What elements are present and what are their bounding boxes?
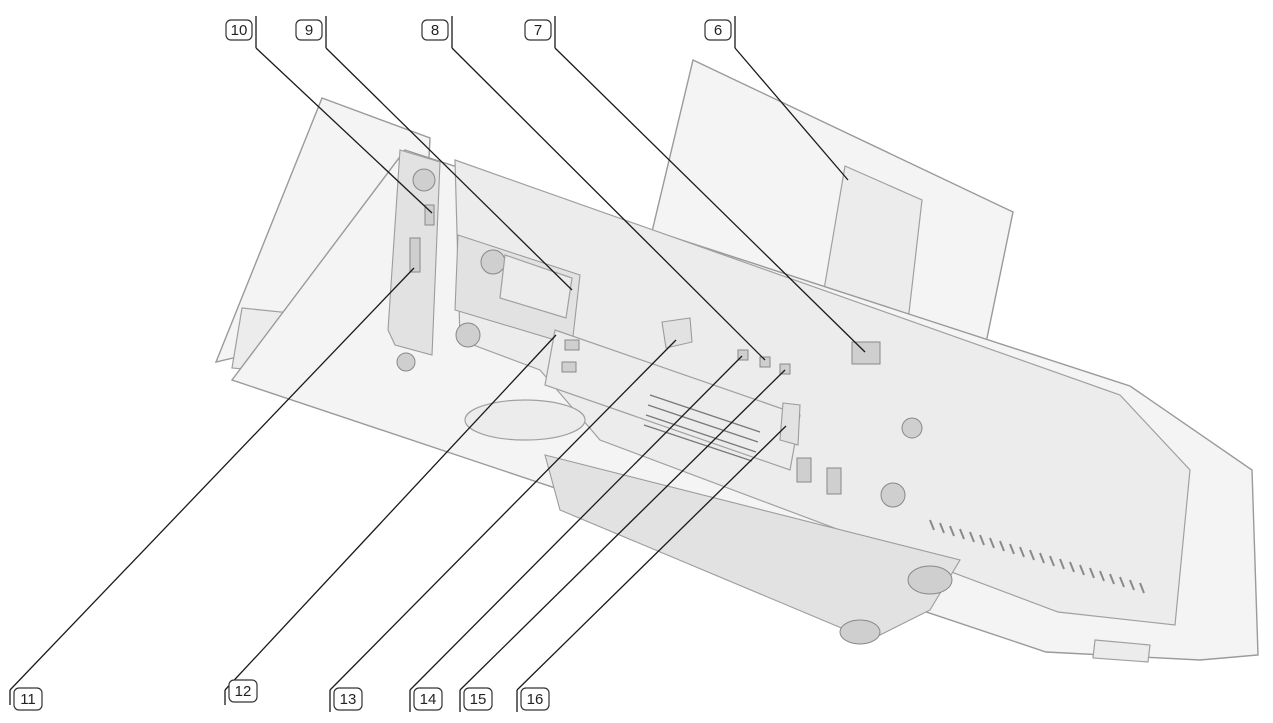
callout-12-label: 12 xyxy=(235,683,252,700)
callout-7: 7 xyxy=(524,19,552,41)
ventilation-grille xyxy=(929,519,1145,594)
callout-8-label: 8 xyxy=(431,22,439,39)
under-bracket xyxy=(544,454,961,641)
label-mark-1 xyxy=(564,339,580,351)
callout-10-label: 10 xyxy=(231,22,248,39)
callout-9-label: 9 xyxy=(305,22,313,39)
round-pad-left xyxy=(464,399,586,441)
bracket-screw-bottom xyxy=(396,352,416,372)
callout-13: 13 xyxy=(333,687,363,711)
callout-6: 6 xyxy=(704,19,732,41)
recessed-channel xyxy=(454,159,1191,626)
callout-11-label: 11 xyxy=(20,691,36,708)
callout-8: 8 xyxy=(421,19,449,41)
callout-16: 16 xyxy=(520,687,550,711)
item-8-socket xyxy=(759,356,771,368)
callout-11: 11 xyxy=(13,687,43,711)
callout-6-label: 6 xyxy=(714,22,722,39)
item-11-slot xyxy=(409,237,421,273)
callout-15: 15 xyxy=(463,687,493,711)
item-10-clip xyxy=(424,204,435,226)
plate-screw-bottom xyxy=(455,322,481,348)
rating-label-text-lines xyxy=(643,394,761,462)
item-13-connector xyxy=(661,317,693,349)
item-15-socket xyxy=(779,363,791,375)
foot-pad-1 xyxy=(907,565,953,595)
cable-clip-2 xyxy=(826,467,842,495)
callout-7-label: 7 xyxy=(534,22,542,39)
callout-9: 9 xyxy=(295,19,323,41)
callout-15-label: 15 xyxy=(470,691,487,708)
bracket-screw-top xyxy=(412,168,436,192)
item-7-switch xyxy=(851,341,881,365)
callout-10: 10 xyxy=(225,19,253,41)
plate-screw-top xyxy=(480,249,506,275)
callout-13-label: 13 xyxy=(340,691,357,708)
callout-12: 12 xyxy=(228,679,258,703)
foot-pad-2 xyxy=(839,619,881,645)
right-screw-2 xyxy=(880,482,906,508)
item-14-socket xyxy=(737,349,749,361)
callout-16-label: 16 xyxy=(527,691,544,708)
item-9-label-area xyxy=(499,254,573,319)
item-16-inlet xyxy=(779,402,801,446)
leader-lines xyxy=(9,16,866,712)
callout-14: 14 xyxy=(413,687,443,711)
label-mark-2 xyxy=(561,361,577,373)
cable-clip-1 xyxy=(796,457,812,483)
callout-14-label: 14 xyxy=(420,691,437,708)
right-screw-1 xyxy=(901,417,923,439)
device-illustration xyxy=(214,58,1259,663)
right-foot xyxy=(1092,639,1151,663)
